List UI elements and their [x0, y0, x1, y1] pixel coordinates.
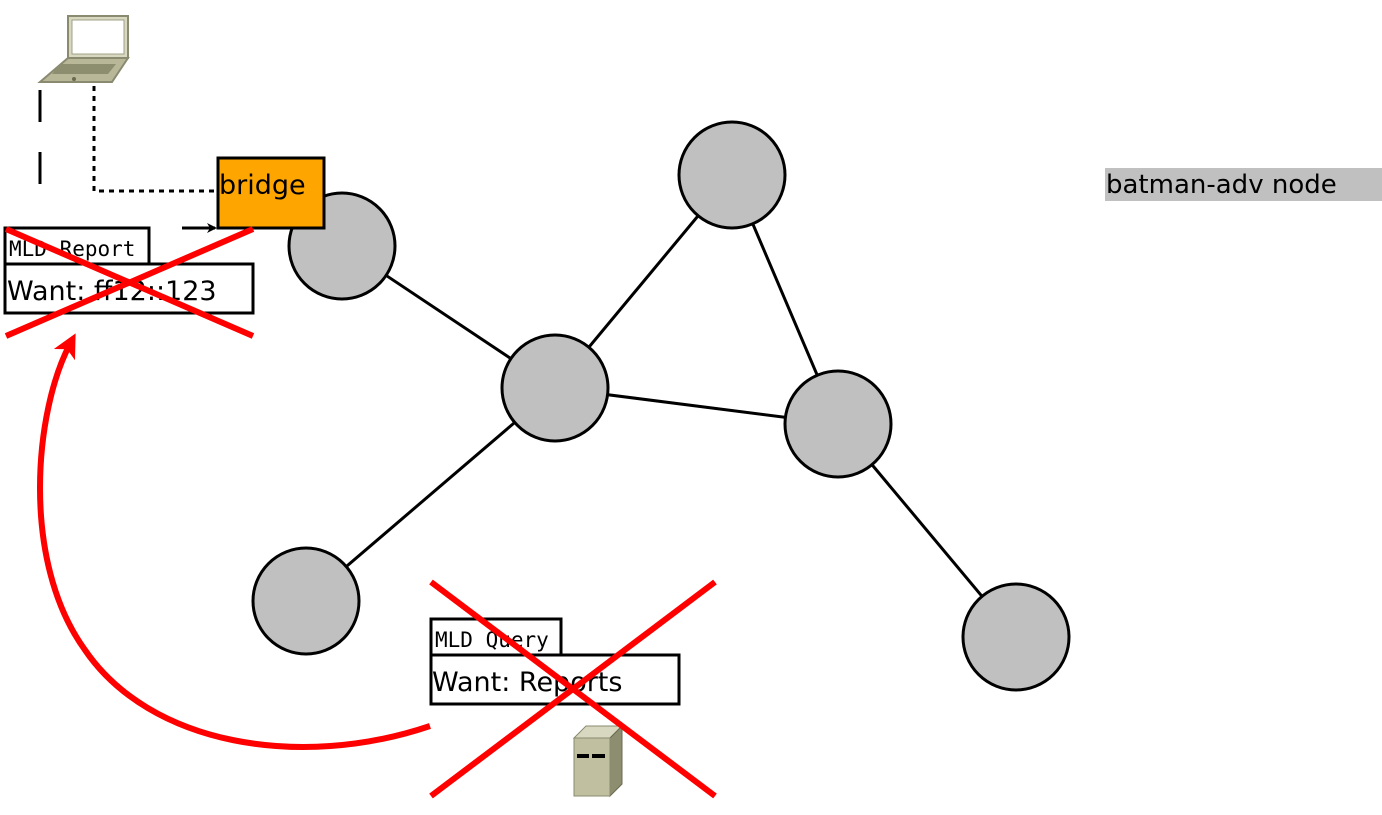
batman-adv-node — [961, 582, 1071, 692]
batman-adv-node — [783, 369, 893, 479]
mld-report-packet: MLD Report Want: ff12::123 — [3, 226, 255, 315]
mesh-links — [305, 174, 1018, 638]
batman-adv-node — [251, 546, 361, 656]
mld-query-packet: MLD Query Want: Reports — [429, 617, 681, 706]
batman-adv-node — [677, 120, 787, 230]
legend-swatch — [1105, 168, 1382, 201]
bridge-box: bridge — [216, 156, 326, 230]
laptop-dotted-link — [92, 86, 218, 193]
link — [305, 386, 556, 603]
legend: batman-adv node — [1105, 168, 1382, 201]
legend-label: batman-adv node — [1106, 170, 1337, 200]
query-cross — [429, 579, 717, 799]
query-to-report-arrow — [37, 333, 431, 750]
batman-adv-node — [500, 333, 610, 443]
bridge-label: bridge — [219, 170, 306, 201]
mesh-nodes — [251, 120, 1071, 692]
report-cross — [4, 226, 255, 339]
mld-query-title: MLD Query — [435, 628, 549, 652]
laptop-icon — [37, 15, 130, 83]
server-icon — [572, 724, 624, 798]
